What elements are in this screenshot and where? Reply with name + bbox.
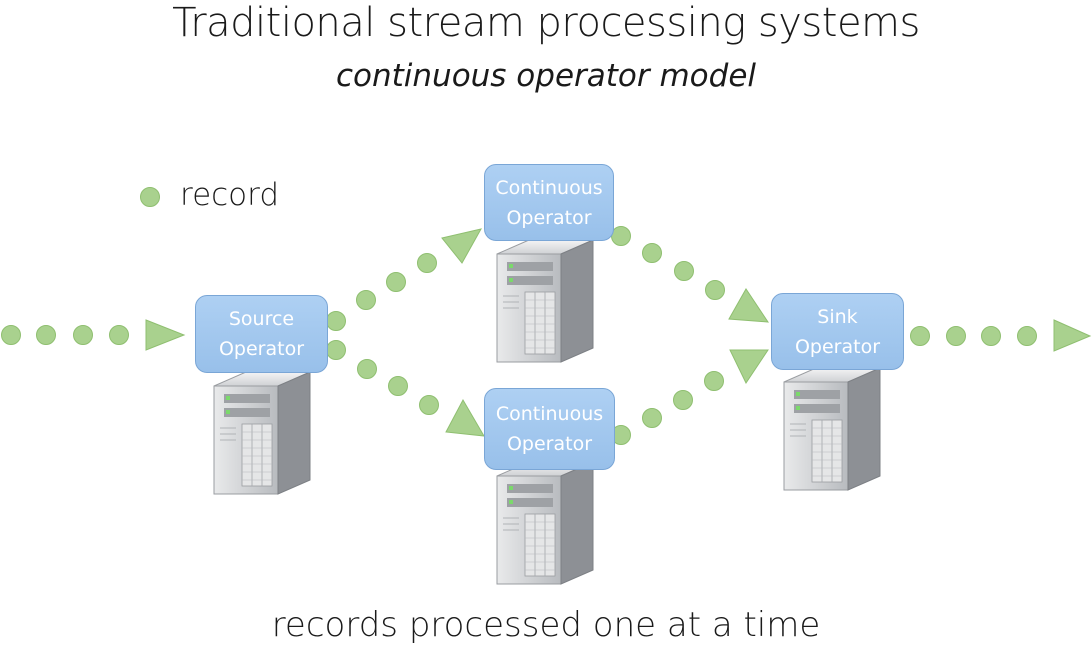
record-dot	[674, 261, 694, 281]
record-dot	[1, 325, 21, 345]
record-dot	[419, 395, 439, 415]
continuous-operator-top-line1: Continuous	[495, 176, 603, 199]
sink-server-icon	[783, 367, 881, 491]
record-dot	[357, 359, 377, 379]
record-dot	[388, 376, 408, 396]
record-dot	[326, 311, 346, 331]
legend-record-dot-icon	[140, 187, 160, 207]
diagram-title: Traditional stream processing systems	[172, 0, 920, 46]
record-dot	[910, 326, 930, 346]
sink-operator-line1: Sink	[817, 305, 858, 328]
sink-operator-box: Sink Operator	[771, 293, 904, 370]
arrow-head-icon	[1053, 319, 1092, 352]
continuous-operator-top-line2: Operator	[506, 206, 592, 229]
continuous-operator-bottom-box: Continuous Operator	[484, 388, 615, 470]
continuous-operator-bottom-line1: Continuous	[495, 403, 604, 425]
record-dot	[705, 280, 725, 300]
record-dot	[386, 272, 406, 292]
record-dot	[642, 408, 662, 428]
continuous-operator-top-box: Continuous Operator	[484, 164, 614, 241]
record-dot	[417, 253, 437, 273]
sink-operator-line2: Operator	[794, 335, 881, 358]
record-dot	[109, 325, 129, 345]
legend-label: record	[180, 177, 280, 213]
continuous-operator-bottom-line2: Operator	[506, 433, 593, 455]
record-dot	[981, 326, 1001, 346]
arrow-head-icon	[145, 319, 186, 351]
continuous-top-server-icon	[496, 239, 594, 363]
arrow-head-icon	[445, 398, 485, 437]
source-operator-box: Source Operator	[195, 295, 328, 373]
diagram-subtitle: continuous operator model	[335, 58, 757, 94]
source-operator-line1: Source	[228, 308, 295, 330]
record-dot	[673, 390, 693, 410]
record-dot	[36, 325, 56, 345]
arrow-head-icon	[728, 288, 769, 323]
record-dot	[642, 243, 662, 263]
record-dot	[946, 326, 966, 346]
arrow-head-icon	[729, 349, 769, 385]
record-dot	[356, 290, 376, 310]
diagram-caption: records processed one at a time	[271, 605, 821, 645]
source-server-icon	[213, 371, 311, 495]
record-dot	[326, 340, 346, 360]
record-dot	[73, 325, 93, 345]
source-operator-line2: Operator	[218, 338, 305, 360]
record-dot	[611, 226, 631, 246]
record-dot	[704, 371, 724, 391]
arrow-head-icon	[441, 228, 482, 264]
continuous-bottom-server-icon	[496, 461, 594, 585]
record-dot	[1017, 326, 1037, 346]
